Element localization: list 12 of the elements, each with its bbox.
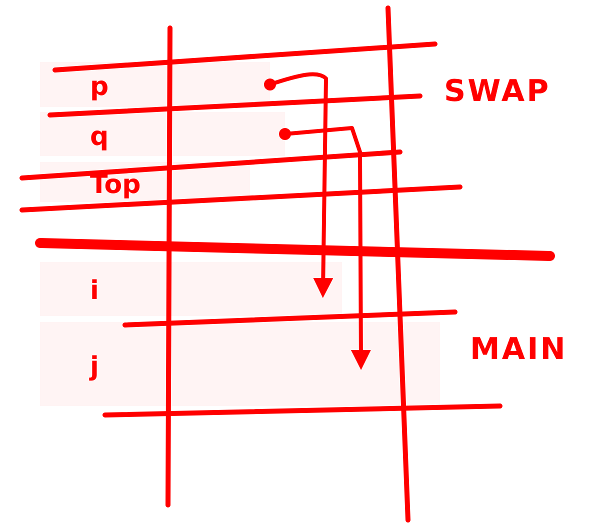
stack-slot (40, 112, 285, 156)
frame-label: MAIN (470, 332, 568, 367)
stack-slot (40, 322, 440, 406)
variable-name: j (90, 352, 99, 382)
variable-name: p (90, 72, 109, 102)
pointer-arrow (264, 72, 334, 298)
stack-slot (40, 262, 342, 316)
variable-name: q (90, 122, 109, 152)
frame-label: SWAP (444, 74, 551, 109)
pointer-arrow (279, 126, 371, 370)
variable-name: i (90, 276, 99, 306)
variable-name: Top (90, 170, 141, 200)
